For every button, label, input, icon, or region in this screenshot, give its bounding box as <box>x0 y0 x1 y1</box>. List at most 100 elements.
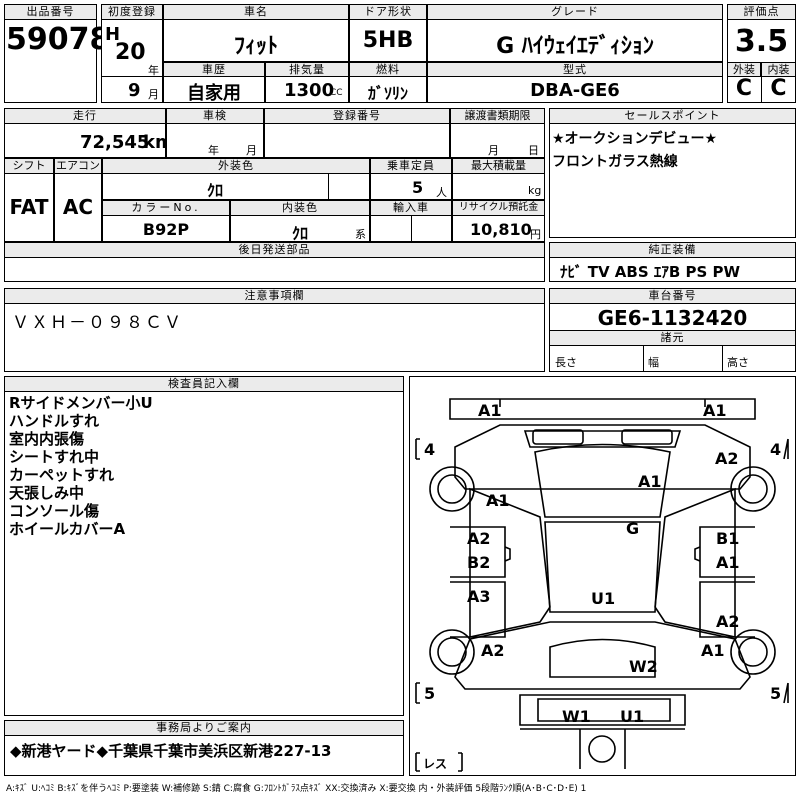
int-color-unit: 系 <box>355 228 366 241</box>
first-reg-year: 20 <box>115 40 146 65</box>
load-unit: kg <box>528 184 542 197</box>
load-label: 最大積載量 <box>452 158 545 174</box>
shift-label: シフト <box>4 158 54 174</box>
inspection-label: 車検 <box>166 108 264 124</box>
car-outline <box>415 398 789 772</box>
int-color-label: 内装色 <box>230 200 370 216</box>
damage-mark: A1 <box>703 401 727 420</box>
specs-label: 諸元 <box>549 330 796 346</box>
office-label: 事務局よりご案内 <box>4 720 404 736</box>
score-label: 評価点 <box>727 4 796 20</box>
sales-point-cell <box>549 108 796 238</box>
history: 自家用 <box>187 83 241 104</box>
spec-width-label: 幅 <box>648 356 659 369</box>
first-reg-cell <box>101 4 163 103</box>
legend: A:ｷｽﾞ U:ﾍｺﾐ B:ｷｽﾞを伴うﾍｺﾐ P:要塗装 W:補修跡 S:錆 … <box>6 784 587 794</box>
lot-cell <box>4 4 97 103</box>
capacity-unit: 人 <box>436 186 447 199</box>
equipment-label: 純正装備 <box>549 242 796 258</box>
ac: AC <box>62 195 94 219</box>
spec-length-label: 長さ <box>555 356 577 369</box>
inspector-notes: Rサイドメンバー小U ハンドルすれ 室内内張傷 シートすれ中 カーペットすれ 天… <box>9 394 399 538</box>
model-label: 型式 <box>427 62 723 77</box>
chassis-number: GE6-1132420 <box>597 306 748 330</box>
lot-label: 出品番号 <box>4 4 97 20</box>
inspector-line: コンソール傷 <box>9 502 100 520</box>
ext-color-label: 外装色 <box>102 158 370 174</box>
damage-mark: B2 <box>467 553 491 572</box>
first-reg-month-unit: 月 <box>148 88 159 101</box>
first-reg-era: H <box>105 24 121 45</box>
import-label: 輸入車 <box>370 200 452 216</box>
fuel-label: 燃料 <box>349 62 427 77</box>
damage-mark: G <box>626 519 640 538</box>
score-value: 3.5 <box>734 24 789 59</box>
int-color: ｸﾛ <box>291 224 308 243</box>
damage-mark: W1 <box>562 707 591 726</box>
recycle-unit: 円 <box>530 228 541 241</box>
tire-mark: 5 <box>770 684 782 703</box>
tire-mark: 5 <box>424 684 436 703</box>
damage-mark: U1 <box>620 707 645 726</box>
damage-mark: A2 <box>716 612 740 631</box>
recycle-label: リサイクル預託金 <box>452 200 545 216</box>
notes: ＶＸＨ－０９８ＣＶ <box>12 313 183 333</box>
damage-mark: A1 <box>701 641 725 660</box>
grade: G ﾊｲｳｪｲｴﾃﾞｨｼｮﾝ <box>496 34 654 59</box>
first-reg-month: 9 <box>128 80 141 101</box>
lot-number: 59078 <box>6 22 111 57</box>
damage-mark: A1 <box>716 553 740 572</box>
capacity-label: 乗車定員 <box>370 158 452 174</box>
regno-label: 登録番号 <box>264 108 450 124</box>
history-label: 車歴 <box>163 62 265 77</box>
transfer-label: 譲渡書類期限 <box>450 108 545 124</box>
ext-score-label: 外装 <box>727 62 761 77</box>
inspector-line: Rサイドメンバー小U <box>9 394 153 412</box>
color-no: B92P <box>142 220 190 239</box>
car-name: ﾌｨｯﾄ <box>233 34 278 59</box>
damage-mark: W2 <box>629 657 658 676</box>
mileage-label: 走行 <box>4 108 166 124</box>
damage-mark: A1 <box>638 472 662 491</box>
door-label: ドア形状 <box>349 4 427 20</box>
displacement-label: 排気量 <box>265 62 349 77</box>
chassis-label: 車台番号 <box>549 288 796 304</box>
damage-mark: A2 <box>481 641 505 660</box>
color-no-label: カラーNo. <box>102 200 230 216</box>
door-type: 5HB <box>362 28 414 53</box>
office-info: ◆新港ヤード◆千葉県千葉市美浜区新港227-13 <box>10 742 332 760</box>
transfer-month-unit: 月 <box>488 144 499 157</box>
damage-mark: U1 <box>591 589 616 608</box>
inspector-line: ハンドルすれ <box>9 412 100 430</box>
transfer-day-unit: 日 <box>528 144 539 157</box>
later-parts-label: 後日発送部品 <box>4 242 545 258</box>
damage-mark: A2 <box>715 449 739 468</box>
car-diagram: A1 A1 4 4 5 5 レス A1 A2 A1 G A2 B2 B1 A1 … <box>409 376 796 776</box>
damage-mark: A3 <box>467 587 491 606</box>
inspector-line: シートすれ中 <box>9 448 100 466</box>
sales-point-line: ★オークションデビュー★ <box>552 131 718 147</box>
damage-mark: A2 <box>467 529 491 548</box>
inspector-line: カーペットすれ <box>9 466 115 484</box>
int-score-label: 内装 <box>761 62 796 77</box>
inspector-label: 検査員記入欄 <box>4 376 404 392</box>
grade-label: グレード <box>427 4 723 20</box>
displacement-unit: CC <box>330 88 343 98</box>
model: DBA-GE6 <box>530 80 620 101</box>
ext-color: ｸﾛ <box>206 181 223 200</box>
first-reg-year-unit: 年 <box>148 64 159 77</box>
tire-mark: 4 <box>770 440 782 459</box>
inspection-month-unit: 月 <box>246 144 257 157</box>
damage-mark: A1 <box>478 401 502 420</box>
int-score: C <box>770 76 787 101</box>
inspector-line: 室内内張傷 <box>9 430 85 448</box>
recycle: 10,810 <box>470 220 532 239</box>
first-reg-label: 初度登録 <box>101 4 163 20</box>
displacement: 1300 <box>284 80 335 101</box>
sales-point-line: フロントガラス熱線 <box>552 154 678 170</box>
mileage: 72,545 <box>80 132 150 153</box>
shift: FAT <box>9 195 49 219</box>
ext-score: C <box>735 76 753 101</box>
capacity: 5 <box>412 178 424 197</box>
sales-point-label: セールスポイント <box>549 108 796 124</box>
